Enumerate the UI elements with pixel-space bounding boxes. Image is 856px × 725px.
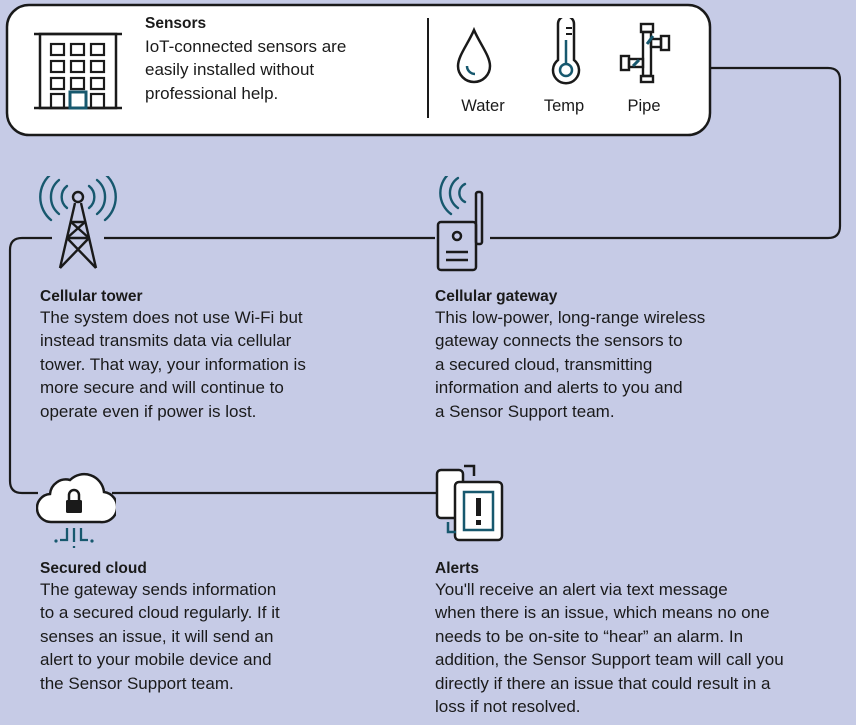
step-alerts: Alerts You'll receive an alert via text …: [435, 559, 784, 718]
sensors-text: Sensors IoT-connected sensors are easily…: [145, 14, 346, 105]
alerts-title: Alerts: [435, 560, 479, 577]
connector-sensors-to-gateway: [490, 66, 842, 240]
secured-cloud-title: Secured cloud: [40, 560, 147, 577]
step-cellular-tower: Cellular tower The system does not use W…: [40, 287, 306, 423]
gateway-icon: [436, 176, 484, 272]
pipe-icon: [619, 22, 671, 84]
cellular-tower-body: The system does not use Wi-Fi but instea…: [40, 308, 306, 421]
secured-cloud-body: The gateway sends information to a secur…: [40, 580, 280, 693]
cellular-gateway-title: Cellular gateway: [435, 288, 558, 305]
secure-cloud-icon: [36, 472, 116, 548]
cellular-tower-icon: [39, 176, 117, 269]
step-secured-cloud: Secured cloud The gateway sends informat…: [40, 559, 280, 695]
sensor-type-temp: Temp: [543, 97, 585, 115]
cellular-gateway-body: This low-power, long-range wireless gate…: [435, 308, 706, 421]
water-drop-icon: [456, 26, 492, 84]
sensors-card: [5, 3, 712, 137]
mobile-alert-icon: [435, 464, 504, 542]
sensor-type-water: Water: [461, 97, 505, 115]
connector-tower-to-cloud: [8, 236, 52, 495]
step-cellular-gateway: Cellular gateway This low-power, long-ra…: [435, 287, 705, 423]
building-icon: [34, 32, 122, 110]
sensors-title: Sensors: [145, 15, 207, 32]
cellular-tower-title: Cellular tower: [40, 288, 143, 305]
thermometer-icon: [551, 18, 581, 85]
sensors-body: IoT-connected sensors are easily install…: [145, 37, 347, 103]
sensor-type-pipe: Pipe: [627, 97, 661, 115]
alerts-body: You'll receive an alert via text message…: [435, 580, 784, 717]
